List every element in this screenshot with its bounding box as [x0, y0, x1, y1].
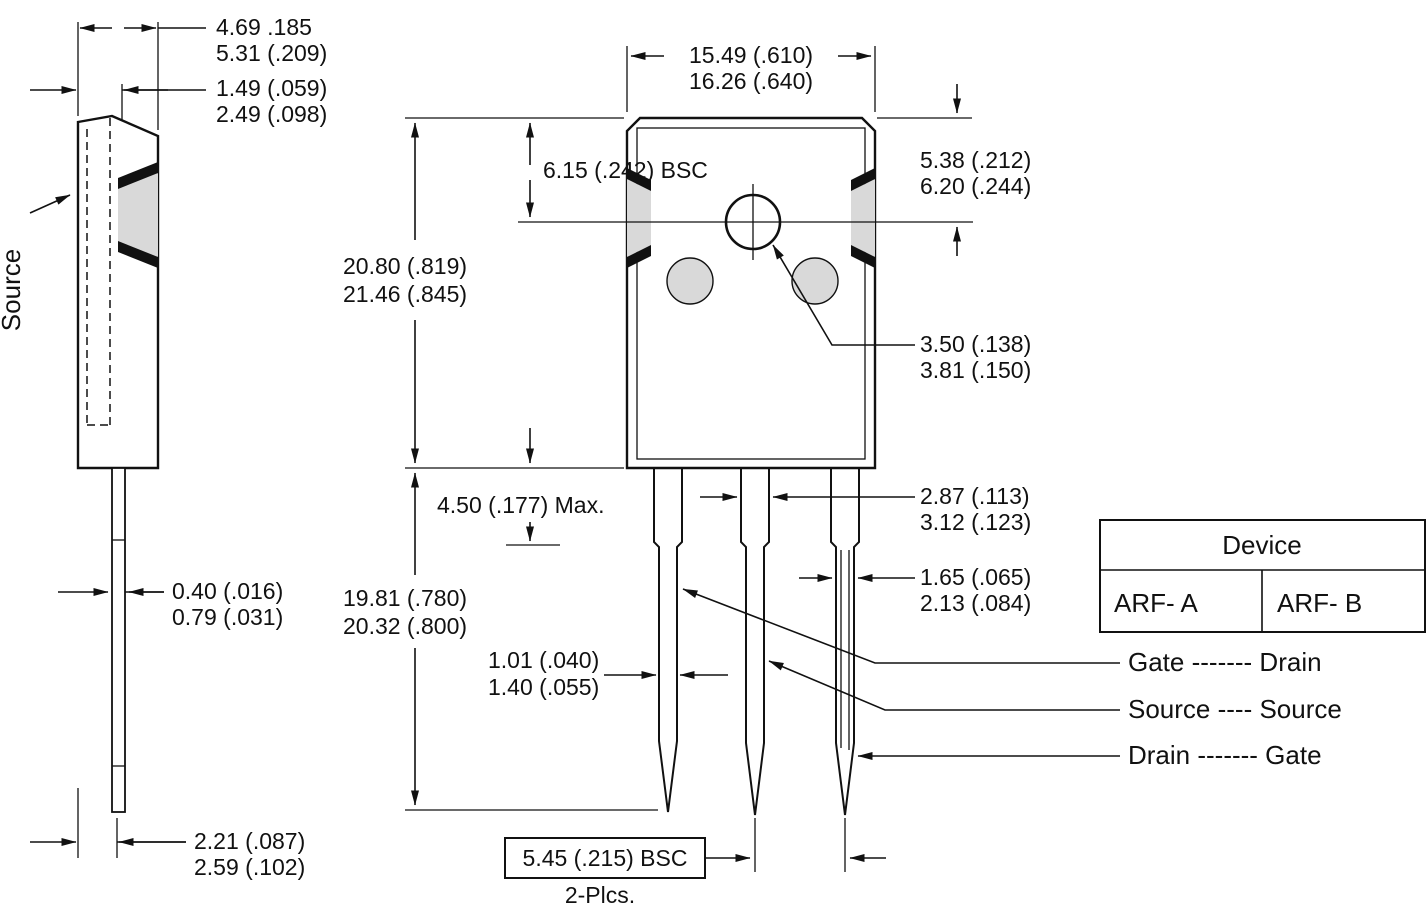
side-tab-band-top — [118, 162, 158, 189]
front-tab-right — [851, 179, 875, 257]
dim-body-height-line2: 21.46 (.845) — [343, 281, 467, 307]
dim-shoulder-line1: 4.50 (.177) Max. — [437, 492, 604, 518]
dim-head-width: 4.69 .185 5.31 (.209) — [77, 14, 327, 130]
dim-tab-height-line2: 6.20 (.244) — [920, 173, 1031, 199]
front-body-outline — [625, 116, 877, 470]
pinout-legend: Gate ------- Drain Source ---- Source Dr… — [682, 588, 1342, 770]
dim-lead-thickness-line1: 0.40 (.016) — [172, 578, 283, 604]
dim-lead-base-width-line2: 3.12 (.123) — [920, 509, 1031, 535]
pinout-source-source: Source ---- Source — [1128, 694, 1342, 724]
device-variant-b: ARF- B — [1277, 588, 1362, 618]
dim-lead-tip-width-line2: 1.40 (.055) — [488, 674, 599, 700]
dim-lead-pitch: 5.45 (.215) BSC 2-Plcs. — [504, 837, 886, 908]
recess-circle-left — [666, 257, 714, 305]
dim-lead-setback-line1: 2.21 (.087) — [194, 828, 305, 854]
side-tab-pad — [118, 173, 158, 257]
dim-hole-offset-line1: 6.15 (.242) BSC — [543, 157, 708, 183]
dim-tab-height-line1: 5.38 (.212) — [920, 147, 1031, 173]
dim-lead-tip-width: 1.01 (.040) 1.40 (.055) — [488, 647, 728, 700]
dim-tab-height: 5.38 (.212) 6.20 (.244) — [877, 84, 1031, 256]
side-lead — [111, 467, 126, 813]
dim-head-width-line2: 5.31 (.209) — [216, 40, 327, 66]
front-body-inner-line — [636, 127, 866, 460]
dim-lead-pitch-line1: 5.45 (.215) BSC — [523, 845, 688, 871]
dim-face-to-lead: 1.49 (.059) 2.49 (.098) — [30, 75, 327, 127]
side-view — [76, 114, 160, 813]
dim-body-width: 15.49 (.610) 16.26 (.640) — [626, 42, 876, 112]
front-tab-right-band-top — [851, 168, 875, 191]
dim-hole-diameter-line1: 3.50 (.138) — [920, 331, 1031, 357]
dim-hole-diameter-line2: 3.81 (.150) — [920, 357, 1031, 383]
dim-lead-base-width-line1: 2.87 (.113) — [920, 483, 1030, 509]
pinout-drain-gate: Drain ------- Gate — [1128, 740, 1322, 770]
source-label: Source — [0, 249, 26, 331]
dim-body-height-line1: 20.80 (.819) — [343, 253, 467, 279]
lead-right — [830, 468, 860, 816]
side-tab-band-bottom — [118, 241, 158, 268]
dim-body-width-line2: 16.26 (.640) — [689, 68, 813, 94]
dim-lead-base-width: 2.87 (.113) 3.12 (.123) — [700, 483, 1031, 535]
dim-hole-diameter: 3.50 (.138) 3.81 (.150) — [772, 244, 1031, 383]
dim-lead-thin-width: 1.65 (.065) 2.13 (.084) — [799, 564, 1031, 616]
lead-left — [653, 468, 683, 813]
front-tab-left — [627, 179, 651, 257]
dim-lead-length: 19.81 (.780) 20.32 (.800) — [343, 472, 658, 811]
dim-face-to-lead-line2: 2.49 (.098) — [216, 101, 327, 127]
lead-center — [740, 468, 770, 816]
dim-lead-thin-width-line2: 2.13 (.084) — [920, 590, 1031, 616]
lead-pitch-box — [504, 837, 706, 879]
dim-body-width-line1: 15.49 (.610) — [689, 42, 813, 68]
dim-lead-tip-width-line1: 1.01 (.040) — [488, 647, 599, 673]
front-view — [518, 116, 973, 872]
dim-lead-length-line1: 19.81 (.780) — [343, 585, 467, 611]
dim-face-to-lead-line1: 1.49 (.059) — [216, 75, 327, 101]
dim-lead-thickness-line2: 0.79 (.031) — [172, 604, 283, 630]
device-table: Device ARF- A ARF- B — [1099, 519, 1426, 633]
recess-circle-right — [791, 257, 839, 305]
device-table-header: Device — [1222, 530, 1301, 560]
pinout-gate-drain: Gate ------- Drain — [1128, 647, 1322, 677]
dim-head-width-line1: 4.69 .185 — [216, 14, 312, 40]
dim-body-height: 20.80 (.819) 21.46 (.845) — [343, 117, 624, 469]
dim-hole-offset: 6.15 (.242) BSC — [526, 122, 708, 218]
front-tab-left-band-top — [627, 168, 651, 191]
source-callout: Source — [0, 194, 71, 331]
dim-lead-length-line2: 20.32 (.800) — [343, 613, 467, 639]
device-variant-a: ARF- A — [1114, 588, 1198, 618]
dim-lead-setback-line2: 2.59 (.102) — [194, 854, 305, 880]
dim-shoulder: 4.50 (.177) Max. — [437, 428, 604, 546]
lead-pitch-note: 2-Plcs. — [565, 882, 635, 908]
front-tab-left-band-bottom — [627, 245, 651, 268]
front-tab-right-band-bottom — [851, 245, 875, 268]
dim-lead-thickness: 0.40 (.016) 0.79 (.031) — [58, 578, 283, 630]
dim-lead-setback: 2.21 (.087) 2.59 (.102) — [30, 788, 305, 880]
dim-lead-thin-width-line1: 1.65 (.065) — [920, 564, 1031, 590]
